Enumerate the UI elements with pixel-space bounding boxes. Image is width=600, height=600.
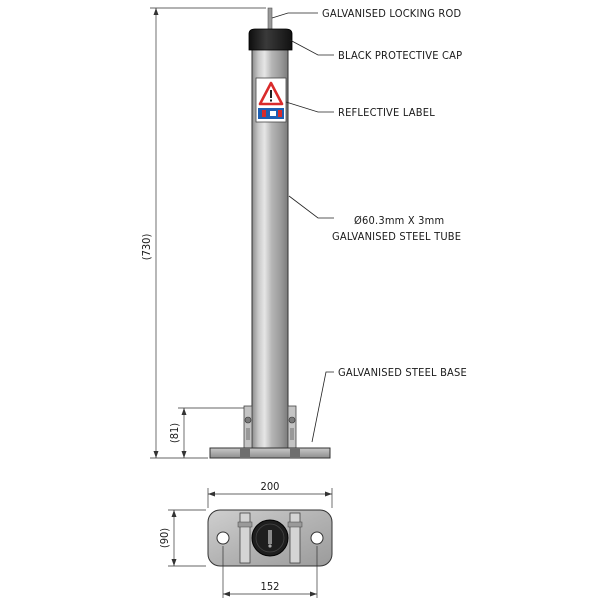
overall-height-dimension xyxy=(150,7,266,459)
mounting-hole-left xyxy=(216,531,230,545)
base-height-value: (81) xyxy=(168,423,181,443)
callout-tube-material: GALVANISED STEEL TUBE xyxy=(332,230,461,243)
callout-label: REFLECTIVE LABEL xyxy=(338,106,435,119)
protective-cap xyxy=(248,28,293,51)
base-depth-value: (90) xyxy=(158,528,171,548)
locking-rod xyxy=(267,7,273,33)
base-depth-dimension xyxy=(168,509,206,567)
callout-base: GALVANISED STEEL BASE xyxy=(338,366,467,379)
base-width-value: 200 xyxy=(261,480,280,493)
overall-height-value: (730) xyxy=(140,234,153,261)
callout-tube-spec: Ø60.3mm X 3mm xyxy=(354,214,444,227)
hole-spacing-value: 152 xyxy=(261,580,280,593)
reflective-label xyxy=(255,77,287,123)
callout-locking-rod: GALVANISED LOCKING ROD xyxy=(322,7,461,20)
base-height-dimension xyxy=(178,407,244,458)
front-elevation xyxy=(209,7,331,459)
mounting-hole-right xyxy=(310,531,324,545)
base-plate-side xyxy=(209,447,331,459)
base-width-dimension xyxy=(207,488,333,508)
plan-view xyxy=(207,509,333,567)
base-brackets xyxy=(243,405,297,451)
callout-cap: BLACK PROTECTIVE CAP xyxy=(338,49,462,62)
callout-leaders xyxy=(271,12,334,443)
hole-spacing-dimension xyxy=(222,546,318,598)
